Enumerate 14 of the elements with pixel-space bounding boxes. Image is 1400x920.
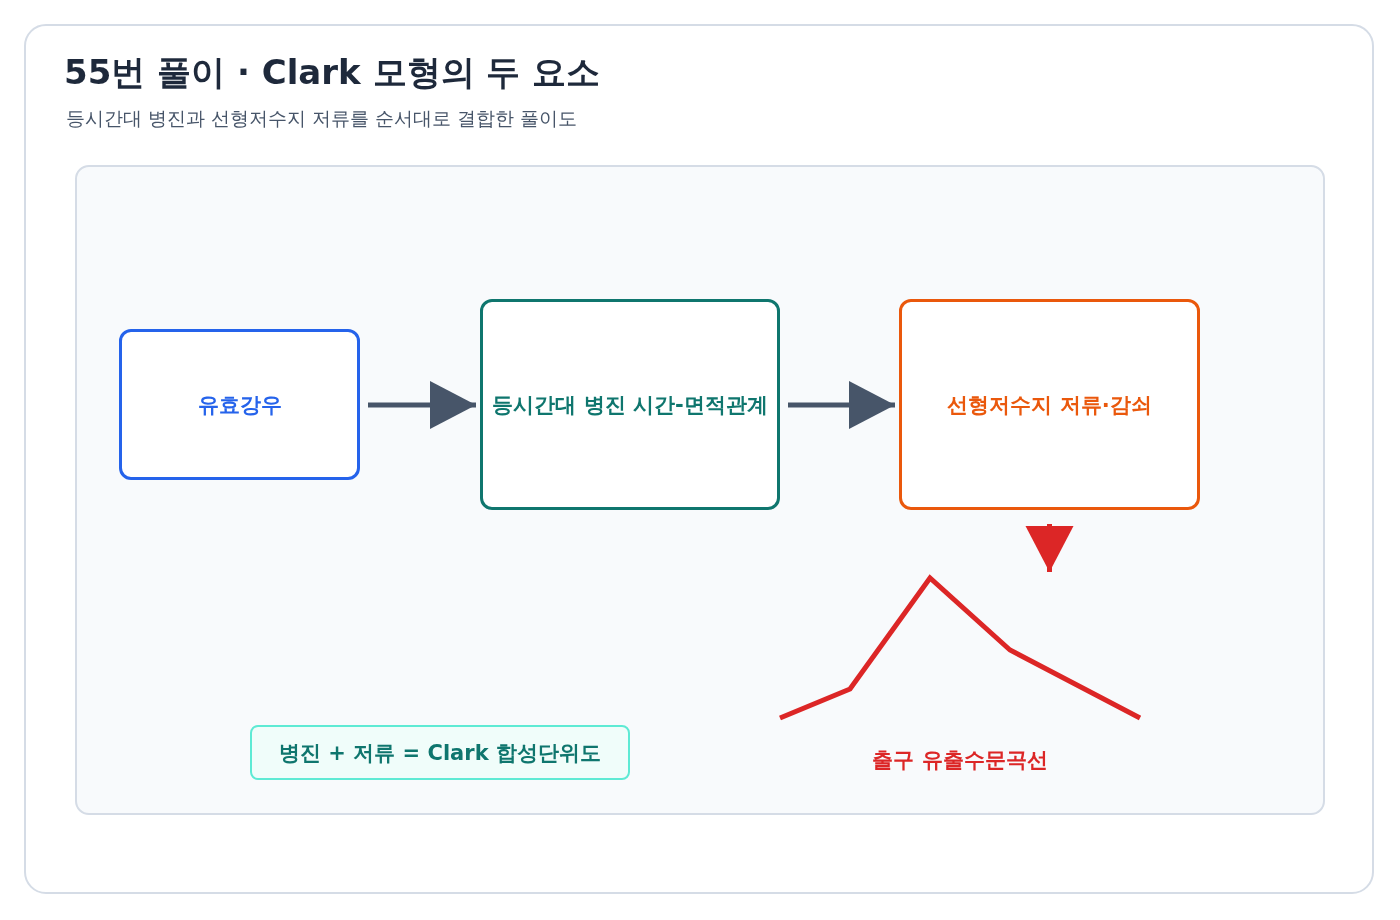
process-box (480, 299, 780, 510)
arrow (1025, 524, 1074, 572)
process-box (119, 329, 360, 480)
node-label: 선형저수지 저류·감쇠 (947, 391, 1152, 419)
process-box (899, 299, 1200, 510)
diagram-subtitle: 등시간대 병진과 선형저수지 저류를 순서대로 결합한 풀이도 (66, 106, 578, 131)
node-label: 등시간대 병진 시간-면적관계 (492, 391, 768, 419)
node-label: 유효강우 (197, 391, 282, 419)
arrow (368, 381, 476, 429)
arrow (788, 381, 895, 429)
formula-box (250, 725, 630, 780)
diagram-title: 55번 풀이 · Clark 모형의 두 요소 (64, 51, 601, 94)
node-label: 병진 + 저류 = Clark 합성단위도 (279, 739, 601, 767)
curve-caption: 출구 유출수문곡선 (872, 747, 1048, 774)
